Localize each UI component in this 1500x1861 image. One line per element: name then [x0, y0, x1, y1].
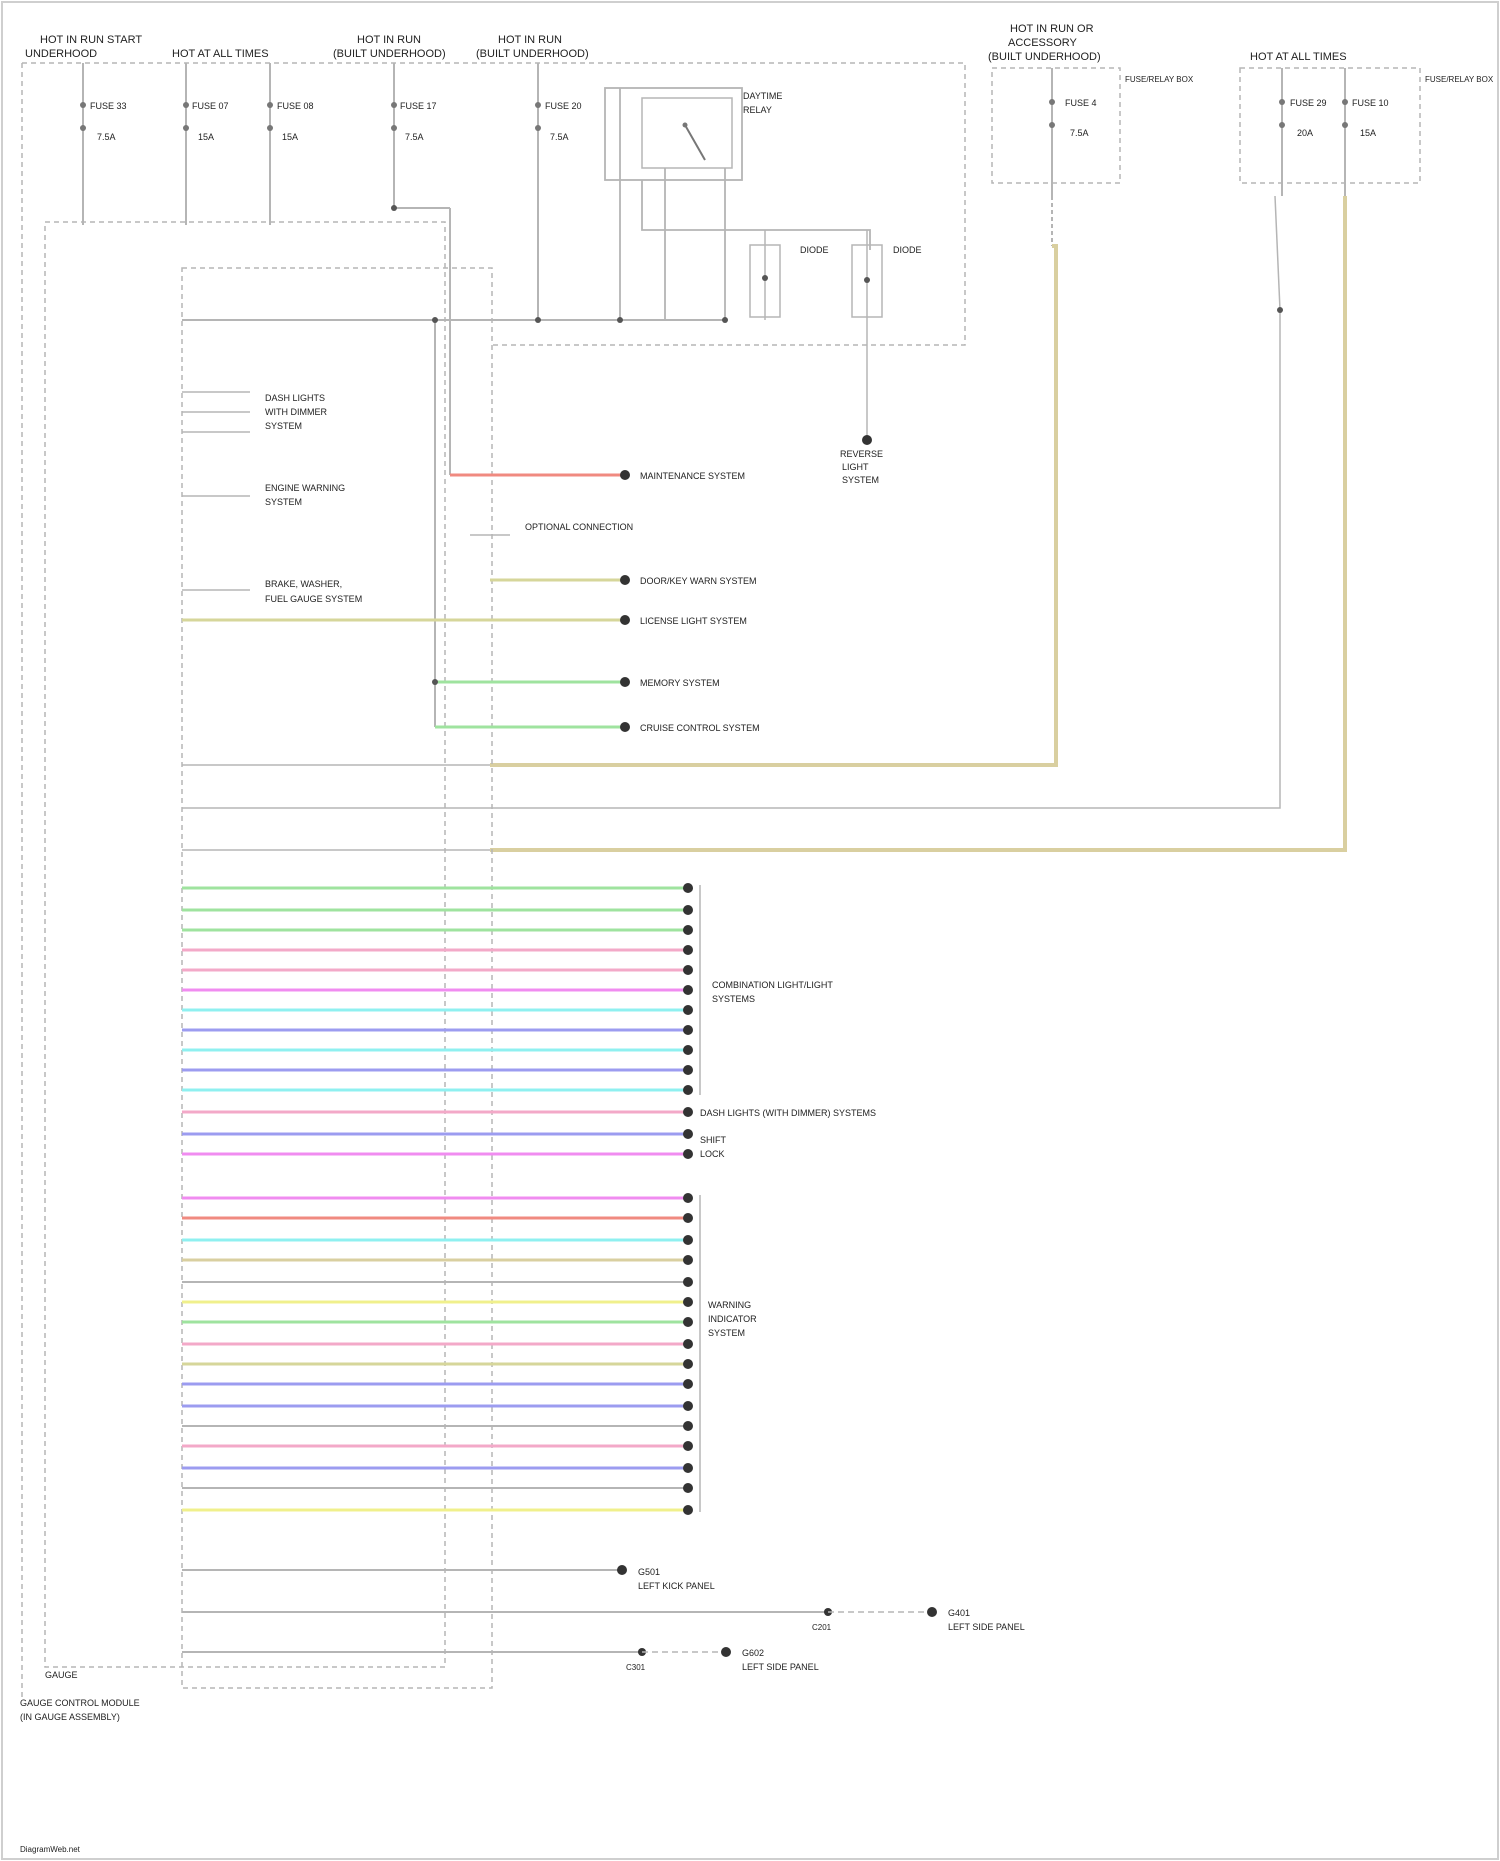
fuse-e: FUSE 20 7.5A: [535, 63, 582, 320]
svg-text:15A: 15A: [198, 132, 214, 142]
ground-g501: G501 LEFT KICK PANEL: [182, 1565, 715, 1591]
diode-1: DIODE: [750, 230, 829, 320]
svg-text:LOCK: LOCK: [700, 1149, 725, 1159]
reverse-label-2: LIGHT: [842, 462, 869, 472]
brake-washer-group: BRAKE, WASHER, FUEL GAUGE SYSTEM: [182, 579, 362, 604]
wires-group-combination: COMBINATION LIGHT/LIGHT SYSTEMS DASH LIG…: [182, 883, 876, 1159]
dash-lights-group: DASH LIGHTS WITH DIMMER SYSTEM: [182, 392, 327, 432]
svg-text:MAINTENANCE SYSTEM: MAINTENANCE SYSTEM: [640, 471, 745, 481]
reverse-light-connector: [862, 435, 872, 445]
svg-text:15A: 15A: [282, 132, 298, 142]
svg-text:C301: C301: [626, 1663, 646, 1672]
svg-text:DOOR/KEY WARN SYSTEM: DOOR/KEY WARN SYSTEM: [640, 576, 757, 586]
svg-text:G602: G602: [742, 1648, 764, 1658]
svg-text:DASH LIGHTS (WITH DIMMER) SYST: DASH LIGHTS (WITH DIMMER) SYSTEMS: [700, 1108, 876, 1118]
svg-text:FUSE/RELAY BOX: FUSE/RELAY BOX: [1125, 75, 1194, 84]
wire-maintenance: MAINTENANCE SYSTEM: [450, 470, 745, 481]
svg-text:FUSE/RELAY BOX: FUSE/RELAY BOX: [1425, 75, 1494, 84]
label-hot-at-d2: ACCESSORY: [1008, 37, 1078, 49]
wire-license: LICENSE LIGHT SYSTEM: [182, 615, 747, 626]
fuse-box-h: FUSE 29 FUSE 10 20A 15A FUSE/RELAY BOX: [1240, 68, 1494, 196]
footer-label-3: (IN GAUGE ASSEMBLY): [20, 1712, 120, 1722]
fuse-box-outline: [22, 63, 965, 345]
svg-text:FUSE 4: FUSE 4: [1065, 98, 1097, 108]
fuse-box-f: FUSE 4 7.5A FUSE/RELAY BOX: [992, 68, 1194, 196]
svg-text:FUSE 29: FUSE 29: [1290, 98, 1327, 108]
fuse-b: FUSE 07 15A: [183, 63, 229, 225]
svg-text:SYSTEMS: SYSTEMS: [712, 994, 755, 1004]
svg-text:BRAKE, WASHER,: BRAKE, WASHER,: [265, 579, 342, 589]
svg-text:7.5A: 7.5A: [97, 132, 116, 142]
svg-text:LEFT SIDE PANEL: LEFT SIDE PANEL: [742, 1662, 819, 1672]
svg-text:DASH LIGHTS: DASH LIGHTS: [265, 393, 325, 403]
label-hot-at-d3: (BUILT UNDERHOOD): [988, 51, 1101, 63]
label-hot-all-times-e: HOT AT ALL TIMES: [1250, 51, 1347, 63]
svg-text:15A: 15A: [1360, 128, 1376, 138]
ground-g401: C201 G401 LEFT SIDE PANEL: [182, 1607, 1025, 1632]
svg-text:WITH DIMMER: WITH DIMMER: [265, 407, 327, 417]
svg-text:FUEL GAUGE SYSTEM: FUEL GAUGE SYSTEM: [265, 594, 362, 604]
svg-text:FUSE 20: FUSE 20: [545, 101, 582, 111]
svg-text:20A: 20A: [1297, 128, 1313, 138]
svg-text:FUSE 10: FUSE 10: [1352, 98, 1389, 108]
reverse-label: REVERSE: [840, 449, 883, 459]
reverse-label-3: SYSTEM: [842, 475, 879, 485]
svg-text:LICENSE LIGHT SYSTEM: LICENSE LIGHT SYSTEM: [640, 616, 747, 626]
daytime-relay: DAYTIME RELAY: [605, 88, 782, 180]
svg-text:LEFT SIDE PANEL: LEFT SIDE PANEL: [948, 1622, 1025, 1632]
svg-text:CRUISE CONTROL SYSTEM: CRUISE CONTROL SYSTEM: [640, 723, 760, 733]
fuse-c: FUSE 08 15A: [267, 63, 314, 225]
svg-text:7.5A: 7.5A: [1070, 128, 1089, 138]
wire-optional: OPTIONAL CONNECTION: [470, 522, 633, 535]
svg-text:G401: G401: [948, 1608, 970, 1618]
svg-text:DAYTIME: DAYTIME: [743, 91, 782, 101]
ground-g602: C301 G602 LEFT SIDE PANEL: [182, 1647, 819, 1672]
fuse-a: FUSE 33 7.5A: [80, 63, 127, 225]
label-hot-at-c: HOT IN RUN: [498, 34, 562, 46]
svg-text:DIODE: DIODE: [893, 245, 922, 255]
svg-text:OPTIONAL CONNECTION: OPTIONAL CONNECTION: [525, 522, 633, 532]
label-hot-at-b2: (BUILT UNDERHOOD): [333, 48, 446, 60]
svg-text:COMBINATION LIGHT/LIGHT: COMBINATION LIGHT/LIGHT: [712, 980, 833, 990]
diode-2: DIODE: [852, 230, 922, 440]
svg-text:FUSE 33: FUSE 33: [90, 101, 127, 111]
label-hot-at-d: HOT IN RUN OR: [1010, 23, 1094, 35]
svg-text:LEFT KICK PANEL: LEFT KICK PANEL: [638, 1581, 715, 1591]
svg-text:FUSE 08: FUSE 08: [277, 101, 314, 111]
footer-label: GAUGE: [45, 1670, 78, 1680]
svg-text:RELAY: RELAY: [743, 105, 772, 115]
svg-text:7.5A: 7.5A: [405, 132, 424, 142]
gauge-module-outer: [45, 222, 445, 1667]
svg-text:DIODE: DIODE: [800, 245, 829, 255]
label-hot-all-times-a: HOT AT ALL TIMES: [172, 48, 269, 60]
wire-cruise: CRUISE CONTROL SYSTEM: [435, 722, 760, 733]
label-hot-at-b: HOT IN RUN: [357, 34, 421, 46]
wire-memory: MEMORY SYSTEM: [432, 677, 720, 688]
label-hot-run-start-hdr: UNDERHOOD: [25, 48, 97, 60]
footer-label-2: GAUGE CONTROL MODULE: [20, 1698, 140, 1708]
svg-text:FUSE 07: FUSE 07: [192, 101, 229, 111]
svg-text:7.5A: 7.5A: [550, 132, 569, 142]
svg-text:ENGINE WARNING: ENGINE WARNING: [265, 483, 345, 493]
svg-text:MEMORY SYSTEM: MEMORY SYSTEM: [640, 678, 720, 688]
label-hot-at-c2: (BUILT UNDERHOOD): [476, 48, 589, 60]
svg-text:FUSE 17: FUSE 17: [400, 101, 437, 111]
engine-warning-group: ENGINE WARNING SYSTEM: [182, 483, 345, 507]
watermark: DiagramWeb.net: [20, 1845, 81, 1854]
svg-text:SHIFT: SHIFT: [700, 1135, 727, 1145]
wires-group-warning: WARNING INDICATOR SYSTEM: [182, 1193, 757, 1515]
svg-text:WARNING: WARNING: [708, 1300, 751, 1310]
label-hot-run-start: HOT IN RUN START: [40, 34, 142, 46]
fuse-d: FUSE 17 7.5A: [391, 63, 437, 208]
svg-text:SYSTEM: SYSTEM: [265, 421, 302, 431]
wire-door-key: DOOR/KEY WARN SYSTEM: [490, 575, 757, 586]
svg-text:INDICATOR: INDICATOR: [708, 1314, 757, 1324]
svg-text:G501: G501: [638, 1567, 660, 1577]
svg-text:SYSTEM: SYSTEM: [708, 1328, 745, 1338]
svg-text:C201: C201: [812, 1623, 832, 1632]
svg-text:SYSTEM: SYSTEM: [265, 497, 302, 507]
